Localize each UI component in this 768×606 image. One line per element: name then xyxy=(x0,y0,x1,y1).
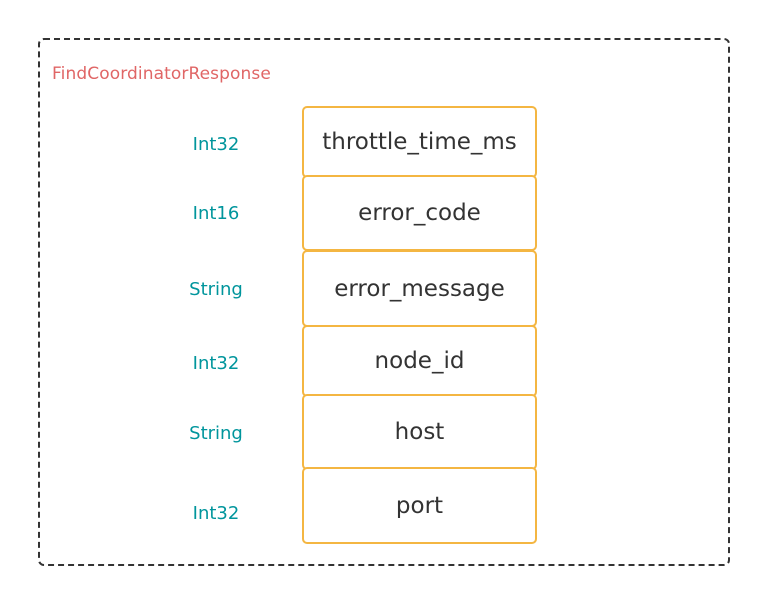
field-box-throttle-time-ms: throttle_time_ms xyxy=(302,106,537,178)
field-type-node-id: Int32 xyxy=(192,353,240,374)
field-type-port: Int32 xyxy=(192,503,240,524)
field-type-error-message: String xyxy=(189,279,243,300)
field-box-host: host xyxy=(302,394,537,470)
diagram-title: FindCoordinatorResponse xyxy=(52,64,271,84)
field-box-error-code: error_code xyxy=(302,175,537,251)
field-box-node-id: node_id xyxy=(302,325,537,397)
field-box-error-message: error_message xyxy=(302,250,537,327)
response-frame xyxy=(38,38,730,566)
field-type-error-code: Int16 xyxy=(192,203,240,224)
field-type-host: String xyxy=(189,423,243,444)
field-type-throttle-time-ms: Int32 xyxy=(192,134,240,155)
field-box-port: port xyxy=(302,467,537,544)
